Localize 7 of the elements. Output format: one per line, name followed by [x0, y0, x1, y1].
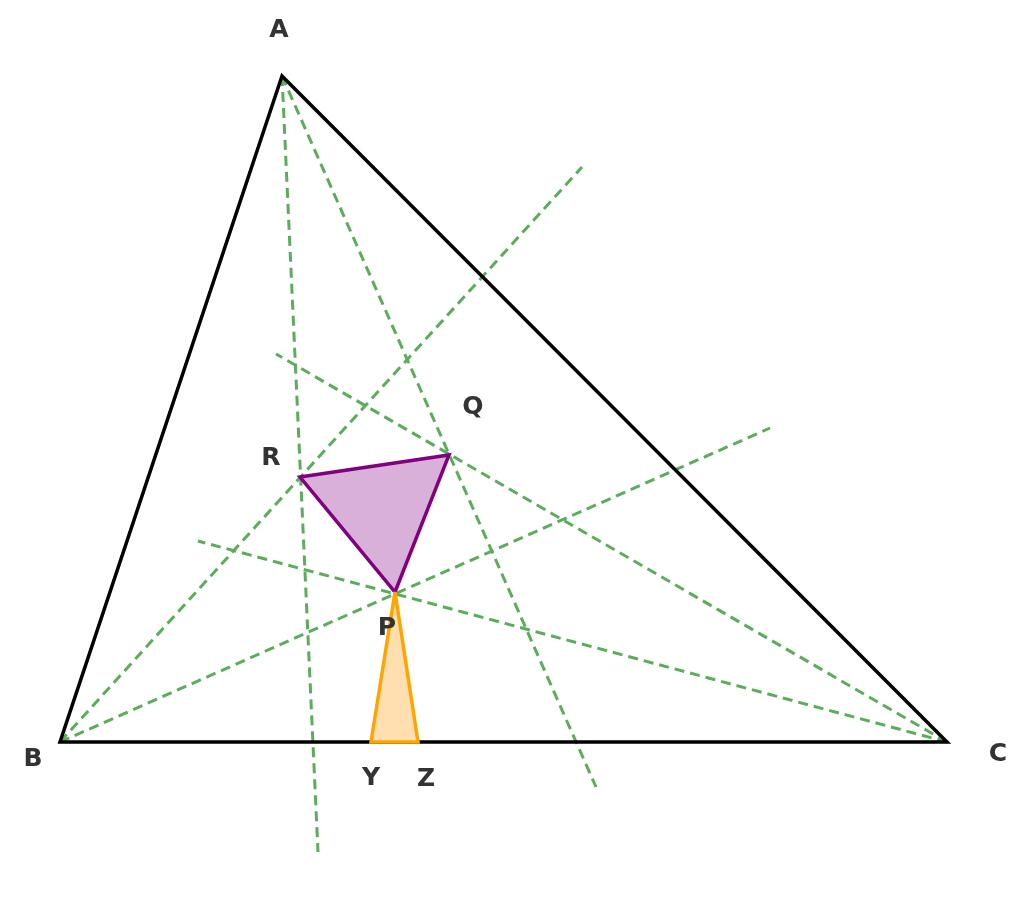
vertex-label: A: [269, 15, 289, 41]
vertex-label: R: [261, 443, 281, 469]
vertex-label: Z: [416, 764, 436, 790]
vertex-label: Y: [361, 763, 381, 789]
vertex-label: B: [23, 744, 43, 770]
vertex-label: Q: [462, 392, 484, 418]
vertex-label: C: [988, 739, 1008, 765]
